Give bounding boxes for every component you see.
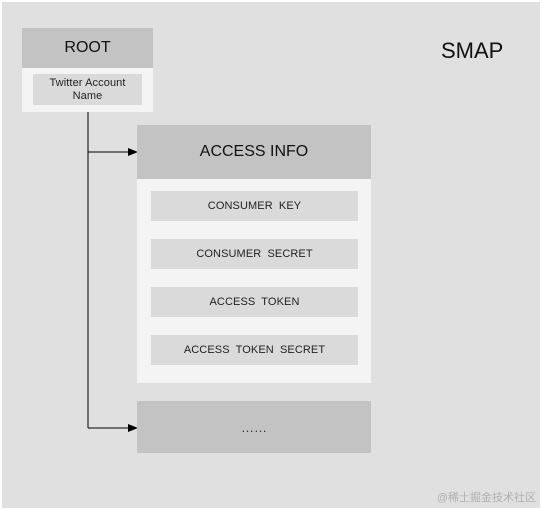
- access-info-item-consumer-key: CONSUMER KEY: [151, 191, 358, 221]
- access-info-item-access-token-secret: ACCESS TOKEN SECRET: [151, 335, 358, 365]
- access-info-item-access-token: ACCESS TOKEN: [151, 287, 358, 317]
- diagram-label: SMAP: [441, 38, 504, 63]
- access-info-node: ACCESS INFO CONSUMER KEY CONSUMER SECRET…: [137, 125, 371, 383]
- root-node: ROOT Twitter Account Name: [22, 28, 153, 112]
- access-info-item-consumer-secret: CONSUMER SECRET: [151, 239, 358, 269]
- access-info-title: ACCESS INFO: [137, 125, 371, 179]
- root-node-title: ROOT: [22, 28, 153, 68]
- more-nodes-placeholder: ……: [137, 401, 371, 453]
- watermark-text: @稀土掘金技术社区: [436, 492, 536, 504]
- root-field-twitter-account-name: Twitter Account Name: [33, 74, 142, 105]
